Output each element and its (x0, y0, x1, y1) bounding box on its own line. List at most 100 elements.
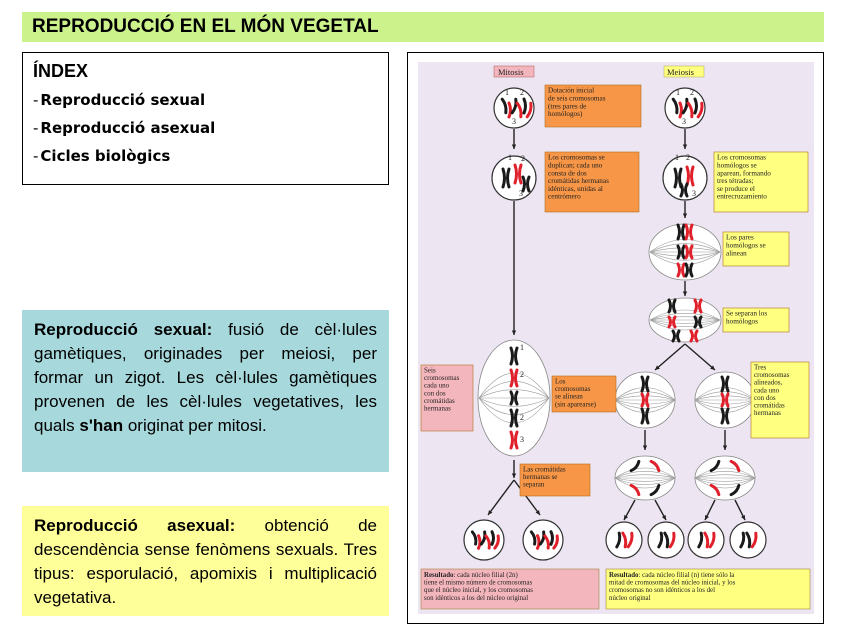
arrow-line (488, 480, 514, 515)
chromatid (691, 264, 693, 276)
label-dotacion-line: de seis cromosomas (548, 95, 606, 103)
chromatid (675, 169, 677, 187)
chromatid (647, 409, 649, 423)
result-mitosis-line: Resultado: cada núcleo filial (2n) (424, 572, 518, 579)
arrow-line (685, 344, 715, 370)
chromatid (516, 410, 518, 426)
chromatid (516, 370, 518, 386)
chromatid (516, 432, 518, 448)
arrow-head (643, 445, 647, 450)
chromatid (511, 348, 513, 364)
chromosome-number: 1 (508, 153, 512, 162)
chromatid (722, 394, 724, 406)
arrow-head (512, 144, 516, 149)
chromatid (686, 184, 688, 196)
chromatid (669, 317, 671, 327)
label-dotacion-line: homólogos) (548, 110, 583, 118)
chromosome-number: 2 (520, 413, 524, 422)
chromatid (642, 409, 644, 423)
chromosome (538, 536, 540, 549)
chromatid (727, 377, 729, 391)
mitosis-label-text: Mitosis (498, 67, 524, 77)
result-meiosis: Resultado: cada núcleo filial (n) tiene … (606, 569, 810, 609)
label-aparean-line: tres tétradas; (717, 177, 754, 185)
chromatid (642, 377, 644, 391)
label-separan-homologos-line: homólogos (726, 318, 758, 326)
chromosome-number: 1 (505, 88, 509, 97)
label-duplican: Los cromosomas seduplican; cada unoconst… (545, 152, 639, 212)
chromatid (511, 370, 513, 386)
chromatid (686, 225, 688, 239)
chromatid (696, 331, 698, 341)
result-mitosis-line: que el núcleo inicial, y los cromosomas (424, 587, 533, 594)
result-rest: : cada núcleo filial (2n) (453, 572, 517, 579)
chromatid (700, 317, 702, 327)
chromosome-number: 1 (520, 343, 524, 352)
result-mitosis-line: son idénticos a los del núcleo original (424, 595, 528, 602)
chromosome-number: 2 (690, 88, 694, 97)
result-meiosis-line: núcleo original (609, 595, 651, 602)
chromatid (687, 167, 689, 185)
chromatid (669, 300, 671, 312)
chromatid (680, 103, 682, 117)
result-bold: Resultado (609, 572, 639, 579)
chromatid (538, 536, 540, 549)
chromatid (508, 169, 510, 187)
chromosome (524, 99, 526, 113)
chromatid (681, 184, 683, 196)
chromatid (678, 225, 680, 239)
chromatid (673, 331, 675, 341)
chromatid (700, 300, 702, 312)
chromosome (695, 99, 697, 113)
label-separan-homologos: Se separan loshomólogos (723, 308, 789, 332)
chromosome-number: 2 (520, 88, 524, 97)
chromatid (674, 317, 676, 327)
chromosome-number: 3 (512, 117, 516, 126)
arrow-line (655, 344, 685, 370)
arrow-head (512, 330, 516, 335)
chromatid (515, 165, 517, 183)
chromosome (680, 103, 682, 117)
chromatid (695, 99, 697, 113)
chromatid (523, 177, 525, 191)
result-bold: Resultado (424, 572, 454, 579)
label-aparean-line: homólogos se (717, 162, 757, 170)
chromatid (691, 246, 693, 258)
chromosome-number: 3 (682, 117, 686, 126)
label-separan-homologos-line: Se separan los (726, 310, 767, 318)
chromatid (691, 225, 693, 239)
chromatid (678, 246, 680, 258)
chromosome-number: 1 (675, 153, 679, 162)
chromatid (727, 409, 729, 423)
result-mitosis: Resultado: cada núcleo filial (2n)tiene … (421, 569, 599, 609)
label-pares-alinean-line: homólogos se (726, 242, 766, 250)
chromatid (678, 331, 680, 341)
label-tres-cromosomas-line: hermanas (754, 409, 781, 417)
arrow-head (683, 213, 687, 218)
chromatid (674, 300, 676, 312)
chromosome (479, 536, 481, 549)
label-dotacion: Dotación inicialde seis cromosomas(tres … (545, 85, 641, 127)
chromatid (647, 394, 649, 406)
label-duplican-line: consta de dos (548, 169, 587, 177)
chromatid (692, 167, 694, 185)
chromatid (511, 392, 513, 404)
chromatid (683, 225, 685, 239)
arrow-head (683, 144, 687, 149)
label-pares-alinean: Los pareshomólogos sealinean (723, 232, 789, 266)
result-rest: : cada núcleo filial (n) tiene sólo la (638, 572, 734, 579)
chromosome-number: 3 (520, 435, 524, 444)
chromatid (695, 300, 697, 312)
meiosis-label-text: Meiosis (667, 67, 694, 77)
chromatid (511, 432, 513, 448)
result-meiosis-line: cromosomas no son idénticos a los del (609, 587, 715, 594)
label-aparean-line: Los cromosomas (717, 154, 766, 162)
chromosome (509, 103, 511, 117)
label-aparean-line: aparean, formando (717, 169, 771, 177)
label-alinean: Loscromosomasse alinean(sin aparearse) (552, 376, 616, 412)
label-duplican-line: idénticas, unidas al (548, 185, 603, 193)
chromatid (511, 410, 513, 426)
